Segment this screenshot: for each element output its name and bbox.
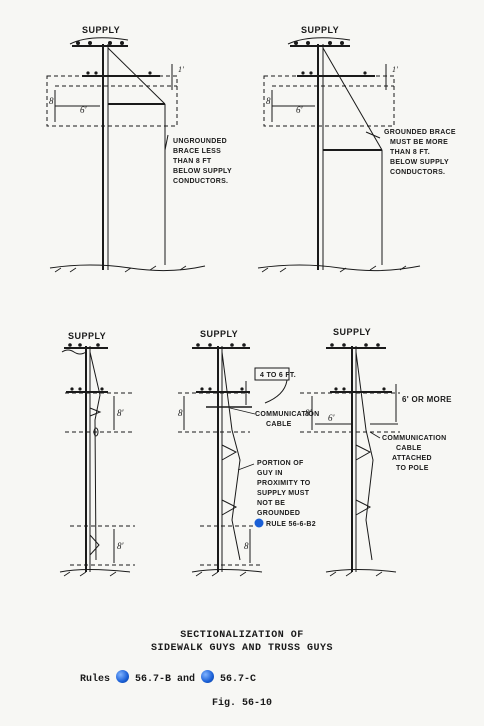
rule-marker-icon	[201, 670, 215, 683]
note-line-2: GUY IN	[257, 470, 283, 477]
caption-title-line-2: SIDEWALK GUYS AND TRUSS GUYS	[150, 643, 334, 654]
diagram-2: SUPPLY 8' 6' 1' GROUNDED BRACE MUST BE M…	[257, 25, 456, 273]
dim-lower: 8'	[244, 541, 252, 551]
note-line-5: CONDUCTORS.	[390, 169, 445, 176]
dim-side: 8'	[305, 408, 313, 418]
note-line-1: UNGROUNDED	[173, 138, 227, 145]
supply-label: SUPPLY	[68, 331, 106, 341]
supply-label: SUPPLY	[82, 25, 120, 35]
note-line-5: CONDUCTORS.	[173, 178, 228, 185]
dim-top: 1'	[392, 65, 398, 74]
range-label: 4 TO 6 FT.	[260, 372, 296, 379]
dim-side: 8'	[178, 408, 186, 418]
dim-side: 8'	[266, 96, 274, 106]
comm-label-1: COMMUNICATION	[255, 411, 319, 418]
dim-side: 8'	[49, 96, 57, 106]
caption-title-line-1: SECTIONALIZATION OF	[180, 630, 304, 641]
diagram-1: SUPPLY 8' 6' 1' UNGROUNDED BRACE LESS TH…	[46, 25, 232, 273]
note-line-4: SUPPLY MUST	[257, 490, 310, 497]
rules-reference: Rules 56.7-B and 56.7-C	[80, 670, 256, 685]
diagram-3: SUPPLY 8' 8'	[59, 331, 135, 577]
note-line-4: BELOW SUPPLY	[390, 159, 449, 166]
comm-label-2: CABLE	[396, 445, 422, 452]
comm-label-2: CABLE	[266, 421, 292, 428]
note-line-3: THAN 8 FT.	[390, 149, 430, 156]
dim-upper: 8'	[117, 408, 125, 418]
dim-top: 1'	[178, 65, 184, 74]
rule-ref: RULE 56-6-B2	[266, 521, 316, 528]
note-line-5: NOT BE	[257, 500, 285, 507]
more-label: 6' OR MORE	[402, 395, 452, 404]
note-line-2: BRACE LESS	[173, 148, 221, 155]
note-line-4: BELOW SUPPLY	[173, 168, 232, 175]
note-line-3: PROXIMITY TO	[257, 480, 311, 487]
dim-lower: 8'	[117, 541, 125, 551]
note-line-2: MUST BE MORE	[390, 139, 448, 146]
comm-label-3: ATTACHED	[392, 455, 432, 462]
comm-label-4: TO POLE	[396, 465, 429, 472]
supply-label: SUPPLY	[333, 327, 371, 337]
comm-label-1: COMMUNICATION	[382, 435, 446, 442]
rule-2: 56.7-C	[220, 674, 257, 685]
figure-number: Fig. 56-10	[211, 698, 272, 709]
rule-1: 56.7-B and	[135, 674, 196, 685]
supply-label: SUPPLY	[200, 329, 238, 339]
dim-horiz: 6'	[80, 105, 88, 115]
rules-prefix: Rules	[80, 674, 111, 685]
rule-marker-icon	[116, 670, 130, 683]
rule-marker-icon	[254, 518, 264, 528]
dim-horiz: 6'	[328, 413, 336, 423]
note-line-1: PORTION OF	[257, 460, 304, 467]
diagram-5: SUPPLY 8' 6' 6' OR MORE COMMUNICATION CA…	[300, 327, 452, 577]
dim-horiz: 6'	[296, 105, 304, 115]
note-line-6: GROUNDED	[257, 510, 300, 517]
diagram-4: SUPPLY 4 TO 6 FT. COMMUNICATION CABLE 8'…	[178, 329, 319, 577]
note-line-1: GROUNDED BRACE	[384, 129, 456, 136]
note-line-3: THAN 8 FT	[173, 158, 212, 165]
supply-label: SUPPLY	[301, 25, 339, 35]
